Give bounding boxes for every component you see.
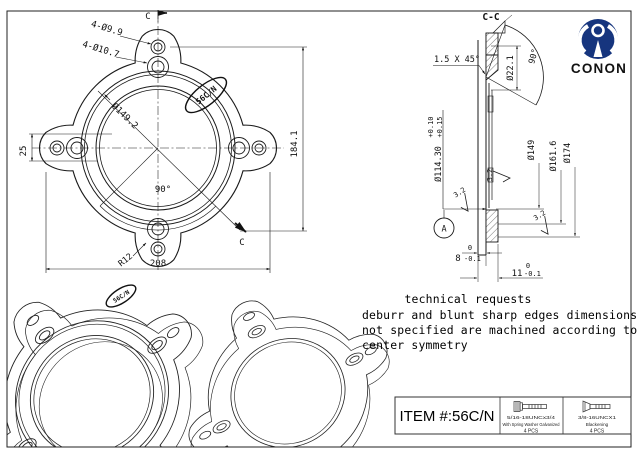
dim-height-1841: 184.1: [290, 130, 300, 157]
fastener2-qty: 4 PCS: [590, 429, 605, 435]
fastener1-qty: 4 PCS: [524, 429, 539, 435]
fastener2-spec: 3/8-16UNCX1: [578, 415, 617, 420]
dim-holes-small: 4-Ø9.9: [90, 19, 124, 39]
dim-width-208: 208: [150, 259, 166, 269]
fan-arc: [504, 24, 544, 106]
boss-dim: 11: [512, 269, 523, 279]
dim-chamfer: 1.5 X 45°: [434, 55, 480, 65]
svg-text:3.2: 3.2: [486, 169, 494, 182]
technical-notes: technical requests deburr and blunt shar…: [362, 292, 637, 352]
dim-holes-large: 4-Ø10.7: [81, 39, 120, 61]
front-view: [32, 10, 284, 270]
flat-screw-icon: [582, 400, 611, 413]
dim-bore: Ø114.30: [433, 146, 444, 182]
iso-view-left: [7, 232, 269, 447]
boss-tol: -0.1: [524, 270, 541, 278]
dim-offset-25: 25: [19, 146, 29, 157]
sheet-border: [6, 10, 632, 448]
dim-d174: Ø174: [562, 143, 573, 163]
dim-fillet-r12: R12: [117, 252, 135, 269]
plate-dim: 8: [455, 254, 460, 264]
roughness-symbol-3: 3.2: [532, 209, 555, 237]
hex-bolt-icon: [513, 401, 547, 412]
plate-tol-zero: 0: [468, 244, 472, 252]
section-mark-top: C: [145, 12, 150, 22]
logo-mark-icon: [578, 19, 618, 59]
svg-text:3.2: 3.2: [532, 209, 547, 223]
svg-text:3.2: 3.2: [452, 186, 467, 200]
dim-counterbore: Ø22.1: [505, 55, 516, 81]
notes-line3: center symmetry: [362, 338, 468, 352]
dim-bore-tol-b: +0.15: [436, 116, 444, 137]
front-dimensions: [29, 10, 307, 273]
section-title: C-C: [482, 12, 499, 23]
conon-logo: CONON: [571, 19, 627, 76]
dim-bore-tol-a: +0.10: [427, 116, 435, 137]
iso-views: 56C/N: [7, 232, 434, 447]
angle-arc: [99, 205, 217, 231]
notes-line2: not specified are machined according to: [362, 323, 637, 337]
boss-tol-zero: 0: [526, 262, 530, 270]
fastener1-desc: With Spring Washer Galvanized: [503, 422, 560, 427]
part-stamp-iso: 56C/N: [105, 284, 137, 308]
fastener1-spec: 5/16-18UNCx3/4: [507, 415, 556, 420]
dim-angle-90: 90°: [155, 185, 171, 195]
item-box: ITEM #:56C/N 5/16-18UNCx3/4 With Spring …: [394, 396, 632, 435]
dim-bolt-circle: Ø149.2: [109, 101, 140, 131]
section-view: [433, 14, 580, 282]
fastener2-desc: Blackening: [586, 422, 609, 427]
section-mark-bottom: C: [239, 238, 244, 248]
part-stamp-front: 56C/N: [184, 76, 228, 114]
iso-view-right: [144, 253, 434, 447]
plate-tol: -0.1: [464, 255, 481, 263]
datum-label: A: [441, 225, 446, 235]
notes-line1: deburr and blunt sharp edges dimensions: [362, 308, 637, 322]
centerlines: [32, 10, 284, 270]
item-number: ITEM #:56C/N: [399, 408, 494, 425]
notes-title: technical requests: [404, 292, 531, 306]
logo-text: CONON: [571, 61, 627, 76]
roughness-symbol-2: 3.2: [486, 169, 511, 183]
dim-fan-angle: 90°: [527, 48, 541, 65]
dim-d149: Ø149: [526, 140, 537, 160]
dim-d1616: Ø161.6: [548, 141, 559, 172]
